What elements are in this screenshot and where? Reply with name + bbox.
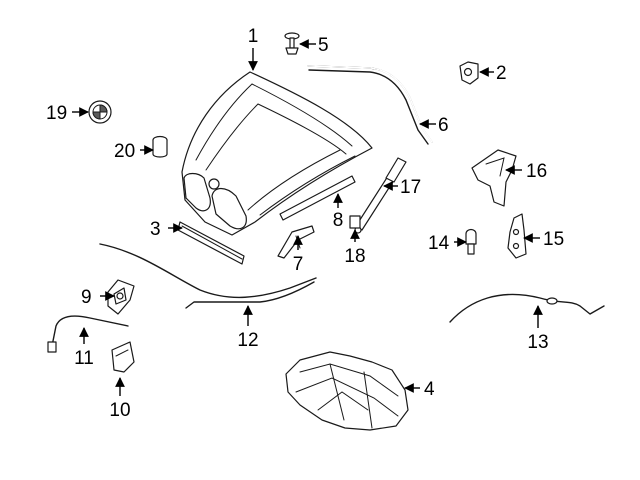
hood-part[interactable] [181, 71, 373, 236]
right-release-cable-part[interactable] [449, 293, 605, 323]
side-seal-strip-part[interactable] [279, 175, 356, 221]
callout-13: 13 [527, 332, 548, 353]
long-release-cable-part[interactable] [99, 243, 317, 309]
callout-6: 6 [438, 115, 449, 136]
insulation-pad-part[interactable] [285, 351, 409, 431]
callout-5: 5 [318, 35, 329, 56]
callout-16: 16 [526, 161, 547, 182]
strut-fitting-part[interactable] [349, 215, 361, 229]
callout-7: 7 [293, 254, 304, 275]
latch-bracket-part[interactable] [111, 341, 135, 373]
callout-3: 3 [150, 219, 161, 240]
grommet-part[interactable] [152, 135, 168, 158]
callout-12: 12 [237, 330, 258, 351]
callout-labels: 1 2 3 4 5 6 7 8 9 10 11 12 13 14 15 16 1… [46, 26, 564, 421]
leader-lines [72, 39, 543, 396]
upper-seal-part[interactable] [307, 65, 433, 145]
clip-bracket-part[interactable] [459, 61, 479, 85]
callout-17: 17 [400, 177, 421, 198]
emblem-part[interactable] [88, 100, 112, 124]
hinge-bracket-part[interactable] [471, 149, 517, 207]
callout-15: 15 [543, 229, 564, 250]
callout-1: 1 [248, 26, 259, 47]
callout-20: 20 [114, 141, 135, 162]
buffer-stop-part[interactable] [465, 228, 477, 255]
callout-19: 19 [46, 103, 67, 124]
callout-10: 10 [109, 400, 130, 421]
callout-18: 18 [344, 246, 365, 267]
hood-latch-part[interactable] [107, 279, 135, 315]
callout-14: 14 [428, 233, 450, 254]
callout-11: 11 [74, 348, 94, 369]
gas-strut-part[interactable] [354, 157, 407, 234]
callout-8: 8 [333, 210, 344, 231]
callout-4: 4 [424, 379, 435, 400]
bolt-part[interactable] [284, 32, 300, 55]
release-cable-part[interactable] [47, 315, 129, 353]
callout-2: 2 [496, 63, 507, 84]
callout-9: 9 [81, 287, 92, 308]
hinge-part[interactable] [507, 213, 527, 259]
